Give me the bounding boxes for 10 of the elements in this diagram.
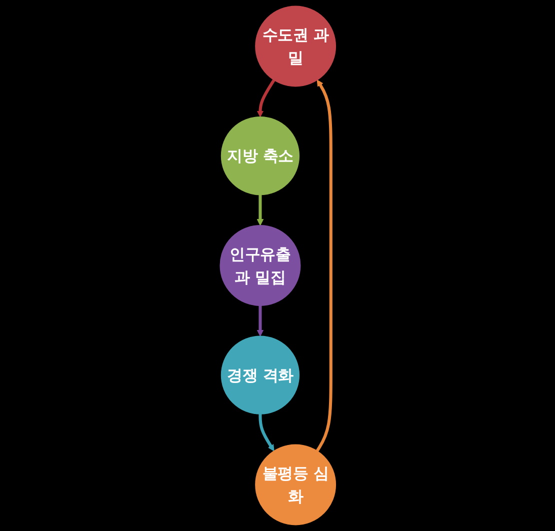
arrow	[315, 80, 332, 452]
arrow	[256, 194, 264, 226]
node-circle: 수도권 과밀	[254, 6, 336, 87]
arrow	[258, 414, 274, 452]
node-circle: 인구유출과 밀집	[219, 225, 300, 306]
node-circle: 경쟁 격화	[220, 336, 300, 414]
node-circle: 지방 축소	[220, 116, 300, 196]
arrow	[256, 79, 275, 118]
node-circle: 불평등 심화	[254, 444, 336, 526]
arrow	[256, 306, 264, 336]
